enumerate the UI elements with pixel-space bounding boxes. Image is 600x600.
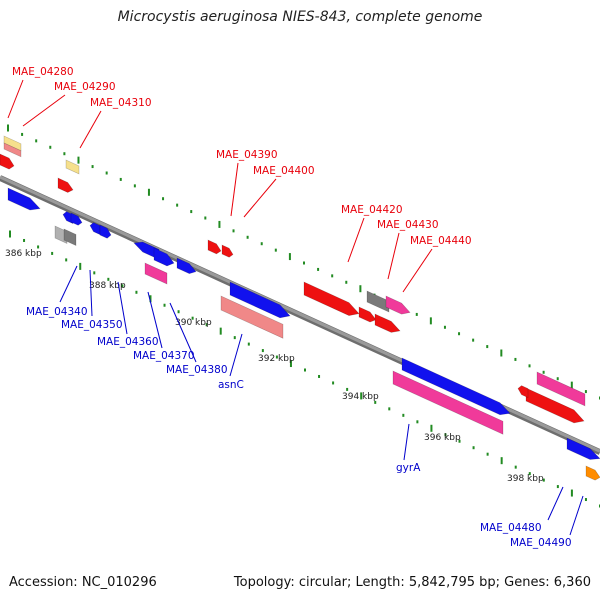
- genome-summary-text: Topology: circular; Length: 5,842,795 bp…: [233, 575, 591, 590]
- callout-line-bottom-6: [403, 423, 410, 461]
- callout-line-bottom-4: [169, 302, 197, 363]
- gene-feature-14: [176, 257, 197, 274]
- position-label-2: 390 kbp: [175, 318, 212, 328]
- gene-label-mae_04480: MAE_04480: [480, 522, 542, 534]
- gene-feature-31: [585, 465, 600, 481]
- callout-line-bottom-1: [89, 269, 93, 317]
- callout-line-top-2: [79, 110, 102, 149]
- gene-feature-21: [358, 306, 377, 323]
- gene-feature-9: [99, 224, 112, 239]
- callout-line-top-0: [7, 79, 24, 119]
- gene-label-mae_04420: MAE_04420: [341, 204, 403, 216]
- gene-label-mae_04360: MAE_04360: [97, 336, 159, 348]
- callout-line-top-6: [387, 232, 400, 280]
- gene-feature-30: [566, 437, 600, 460]
- callout-line-bottom-2: [117, 281, 128, 335]
- callout-line-bottom-3: [147, 291, 163, 349]
- callout-line-top-4: [243, 178, 277, 218]
- gene-feature-7: [70, 212, 83, 226]
- backbone-line: [0, 175, 600, 453]
- gene-feature-16: [207, 239, 222, 255]
- gene-feature-28: [525, 387, 585, 424]
- gene-feature-2: [0, 153, 15, 170]
- callout-line-bottom-8: [569, 495, 584, 536]
- gene-feature-23: [366, 290, 390, 313]
- gene-feature-27: [536, 371, 586, 407]
- position-label-4: 394 kbp: [342, 392, 379, 402]
- gene-feature-17: [221, 244, 234, 258]
- position-label-5: 396 kbp: [424, 433, 461, 443]
- callout-line-bottom-5: [229, 333, 243, 377]
- callout-line-bottom-0: [59, 265, 78, 303]
- gene-feature-19: [220, 295, 284, 339]
- genome-title: Microcystis aeruginosa NIES-843, complet…: [117, 9, 483, 25]
- position-label-3: 392 kbp: [258, 354, 295, 364]
- gene-feature-5: [57, 177, 74, 193]
- gene-feature-15: [144, 262, 168, 285]
- gene-feature-13: [153, 247, 175, 267]
- gene-feature-26: [392, 370, 504, 435]
- accession-text: Accession: NC_010296: [9, 575, 157, 590]
- gene-label-mae_04350: MAE_04350: [61, 319, 123, 331]
- gene-feature-18: [229, 281, 291, 319]
- gene-label-asnc: asnC: [218, 379, 244, 391]
- position-label-1: 388 kbp: [89, 281, 126, 291]
- callout-line-top-5: [347, 217, 365, 263]
- gene-label-mae_04290: MAE_04290: [54, 81, 116, 93]
- gene-label-mae_04380: MAE_04380: [166, 364, 228, 376]
- gene-label-mae_04280: MAE_04280: [12, 66, 74, 78]
- gene-feature-22: [374, 313, 401, 333]
- gene-label-mae_04340: MAE_04340: [26, 306, 88, 318]
- gene-feature-25: [401, 357, 511, 416]
- callout-line-top-1: [22, 94, 66, 127]
- position-label-6: 398 kbp: [507, 474, 544, 484]
- gene-feature-4: [65, 159, 80, 175]
- callout-line-top-7: [402, 248, 433, 293]
- callout-line-bottom-7: [547, 486, 564, 521]
- gene-feature-11: [63, 228, 77, 246]
- gene-label-mae_04490: MAE_04490: [510, 537, 572, 549]
- gene-feature-3: [7, 187, 41, 211]
- gene-feature-29: [517, 385, 529, 399]
- gene-label-mae_04310: MAE_04310: [90, 97, 152, 109]
- gene-label-gyra: gyrA: [396, 462, 421, 474]
- gene-feature-1: [3, 142, 22, 158]
- callout-line-top-3: [230, 162, 239, 217]
- gene-feature-24: [385, 295, 411, 315]
- gene-label-mae_04390: MAE_04390: [216, 149, 278, 161]
- gene-label-mae_04400: MAE_04400: [253, 165, 315, 177]
- gene-feature-20: [303, 281, 360, 316]
- gene-label-mae_04440: MAE_04440: [410, 235, 472, 247]
- position-label-0: 386 kbp: [5, 249, 42, 259]
- gene-label-mae_04430: MAE_04430: [377, 219, 439, 231]
- gene-label-mae_04370: MAE_04370: [133, 350, 195, 362]
